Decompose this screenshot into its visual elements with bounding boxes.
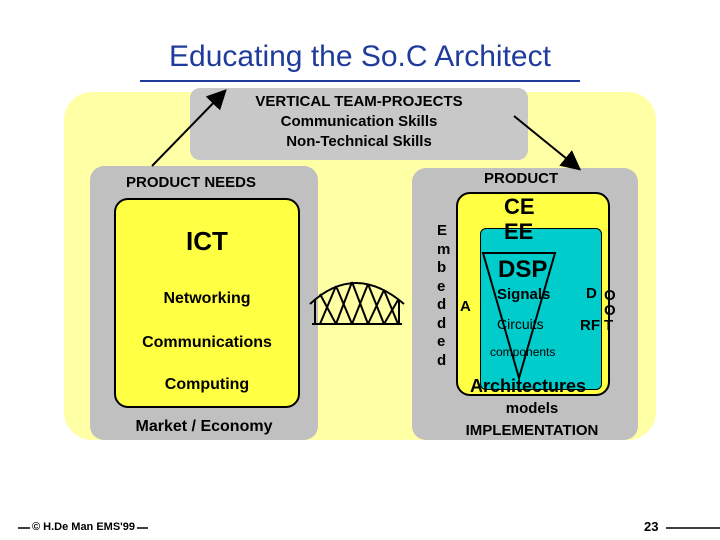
embedded-letter: b <box>437 259 447 276</box>
top-line-2: Communication Skills <box>280 113 438 130</box>
market-economy-label: Market / Economy <box>135 418 273 435</box>
embedded-letter: e <box>437 333 446 350</box>
dsp-label: DSP <box>498 256 548 283</box>
top-line-1: VERTICAL TEAM-PROJECTS <box>255 93 463 110</box>
dsp-triangle <box>481 252 557 382</box>
communications-label: Communications <box>142 334 272 351</box>
embedded-vertical-text: E m b e d d e d <box>437 222 453 370</box>
ee-label: EE <box>504 219 534 244</box>
arrow-team-to-product <box>513 115 582 171</box>
product-label: PRODUCT <box>484 170 559 187</box>
credit-text: © H.De Man EMS'99 <box>30 521 138 533</box>
oot-letter: T <box>604 317 614 334</box>
a-label: A <box>460 298 471 315</box>
computing-label: Computing <box>164 376 250 393</box>
embedded-letter: d <box>437 314 447 332</box>
circuits-label: Circuits <box>497 316 544 332</box>
embedded-letter: d <box>437 351 447 369</box>
arrow-needs-to-team <box>151 89 227 167</box>
vertical-team-text: VERTICAL TEAM-PROJECTS Communication Ski… <box>190 92 528 152</box>
ce-label: CE <box>504 194 535 219</box>
models-label: models <box>505 400 559 417</box>
ict-label: ICT <box>186 226 228 256</box>
ict-box <box>114 198 300 408</box>
oot-vertical-text: O O T <box>604 288 618 333</box>
signals-label: Signals <box>497 286 551 303</box>
architectures-box <box>480 228 602 390</box>
implementation-label: IMPLEMENTATION <box>465 422 599 439</box>
top-line-3: Non-Technical Skills <box>286 133 432 150</box>
bridge-icon <box>309 281 405 325</box>
page-title: Educating the So.C Architect <box>169 40 551 73</box>
architectures-label: Architectures <box>470 376 587 396</box>
page-number: 23 <box>644 519 659 534</box>
embedded-letter: m <box>437 240 451 258</box>
rf-label: RF <box>580 317 600 334</box>
components-label: components <box>490 345 556 359</box>
title-underline <box>140 80 580 82</box>
vertical-team-box <box>190 88 528 160</box>
networking-label: Networking <box>163 290 251 307</box>
d-label: D <box>586 285 597 302</box>
oot-letter: O <box>604 287 616 304</box>
embedded-letter: e <box>437 277 446 295</box>
oot-letter: O <box>604 302 616 319</box>
embedded-letter: E <box>437 222 448 239</box>
product-needs-label: PRODUCT NEEDS <box>126 174 257 191</box>
embedded-letter: d <box>437 296 447 313</box>
